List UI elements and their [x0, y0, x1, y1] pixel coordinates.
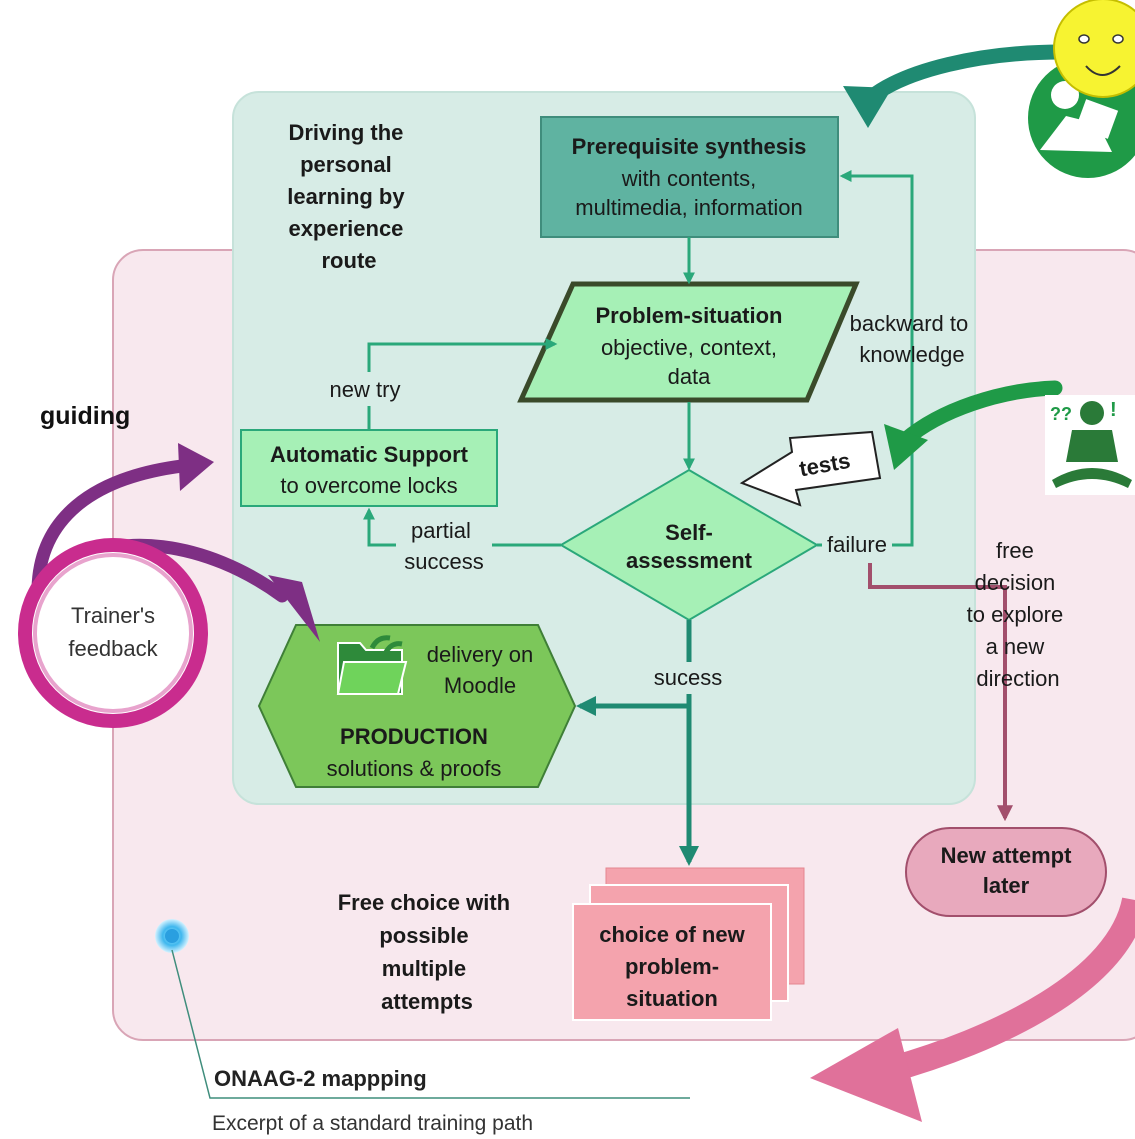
svg-text:multimedia, information: multimedia, information [575, 195, 802, 220]
green-curved-arrow-right-head [884, 424, 928, 470]
svg-text:Moodle: Moodle [444, 673, 516, 698]
svg-text:data: data [668, 364, 712, 389]
svg-text:feedback: feedback [68, 636, 158, 661]
automatic-support-box: Automatic Support to overcome locks [240, 429, 498, 507]
svg-text:with contents,: with contents, [621, 166, 757, 191]
label-failure: failure [827, 532, 887, 557]
svg-text:Problem-situation: Problem-situation [595, 303, 782, 328]
label-partial-success: partial success [404, 518, 483, 574]
purple-arrow-guiding-head [178, 443, 214, 491]
choice-new-problem-cards: choice of new problem- situation [572, 867, 805, 1021]
label-new-try: new try [330, 377, 401, 402]
caption-title: ONAAG-2 mappping [214, 1066, 427, 1091]
svg-text:Trainer's: Trainer's [71, 603, 155, 628]
caption-leader-line [171, 949, 690, 1099]
green-curved-arrow-right [897, 380, 1063, 448]
self-assessment-diamond: Self- assessment [559, 468, 819, 622]
svg-text:situation: situation [626, 986, 718, 1011]
guiding-label: guiding [40, 402, 130, 430]
free-choice-text: Free choice with possible multiple attem… [338, 890, 517, 1014]
svg-text:objective, context,: objective, context, [601, 335, 777, 360]
pink-curved-arrow-bottom-head [810, 1028, 922, 1122]
svg-text:Prerequisite synthesis: Prerequisite synthesis [572, 134, 807, 159]
blue-pin-icon [155, 919, 189, 953]
thinking-person-icon: ?? ! [1045, 395, 1135, 495]
svg-text:!: ! [1110, 399, 1117, 421]
teal-curved-arrow-top-head [843, 86, 892, 128]
caption-subtitle: Excerpt of a standard training path [212, 1112, 533, 1135]
svg-text:solutions & proofs: solutions & proofs [327, 756, 502, 781]
pink-curved-arrow-bottom [878, 896, 1135, 1085]
svg-text:choice of new: choice of new [599, 922, 745, 947]
label-free-decision: free decision to explore a new direction [967, 538, 1070, 691]
arrow-partial-success [363, 507, 561, 547]
production-hexagon: delivery on Moodle PRODUCTION solutions … [257, 624, 577, 788]
label-backward-to-knowledge: backward to knowledge [850, 311, 975, 367]
tests-arrow: tests [739, 430, 882, 507]
svg-text:PRODUCTION: PRODUCTION [340, 724, 488, 749]
purple-arrow-production-head [268, 575, 320, 642]
purple-arrow-guiding [31, 459, 189, 595]
prerequisite-synthesis-box: Prerequisite synthesis with contents, mu… [540, 116, 839, 238]
svg-text:to overcome locks: to overcome locks [280, 473, 457, 498]
label-sucess: sucess [654, 665, 722, 690]
svg-text:Self-: Self- [665, 520, 713, 545]
svg-text:assessment: assessment [626, 548, 753, 573]
problem-situation-box: Problem-situation objective, context, da… [517, 281, 860, 403]
folder-icon [336, 635, 408, 695]
trainers-feedback-ring: Trainer's feedback [18, 538, 208, 728]
panel-title: Driving the personal learning by experie… [287, 120, 410, 273]
new-attempt-later-box: New attempt later [905, 827, 1107, 917]
svg-text:delivery on: delivery on [427, 642, 533, 667]
smiley-face-icon [1053, 0, 1135, 98]
svg-text:problem-: problem- [625, 954, 719, 979]
svg-text:??: ?? [1050, 404, 1072, 424]
svg-text:New attempt: New attempt [941, 843, 1072, 868]
svg-text:later: later [983, 873, 1030, 898]
svg-text:Automatic Support: Automatic Support [270, 442, 469, 467]
arrow-free-decision [868, 563, 1013, 822]
